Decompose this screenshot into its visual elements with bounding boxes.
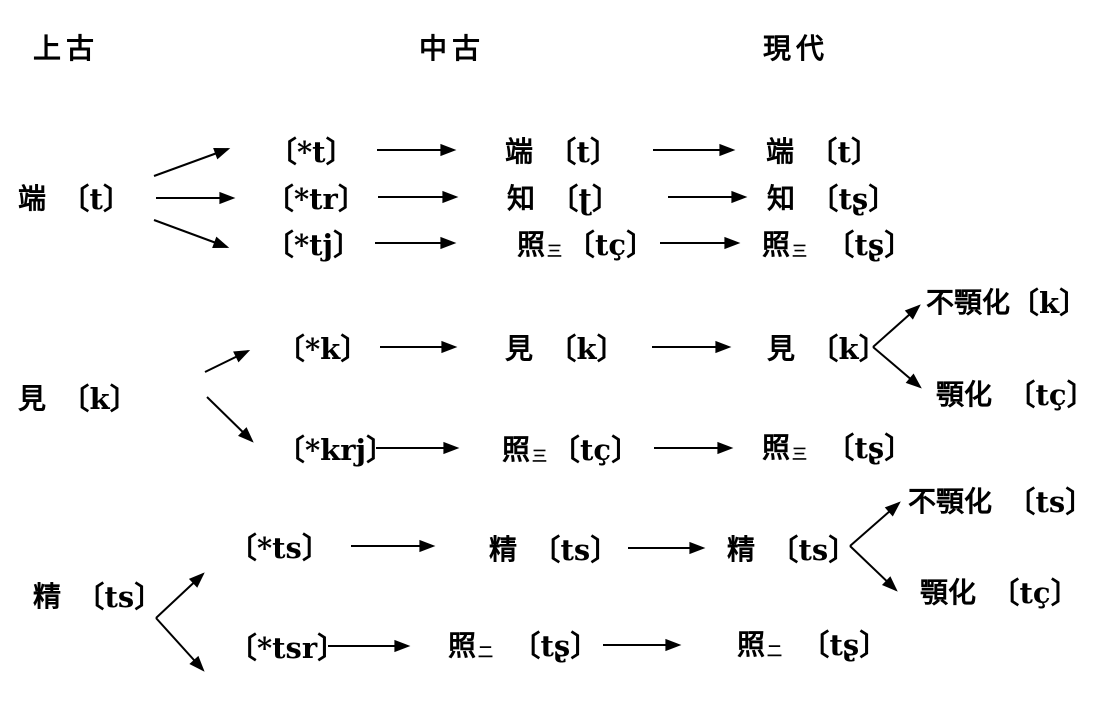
g1-oc-t: 〔*t〕 bbox=[268, 129, 355, 171]
g2-branch-palatalized: 顎化 〔tç〕 bbox=[936, 372, 1096, 414]
g2-mc-zhao3: 照三〔tç〕 bbox=[502, 427, 640, 469]
g2-modern-zhao3: 照三 〔tʂ〕 bbox=[762, 425, 913, 467]
ipa-text: 〔tʂ〕 bbox=[497, 629, 600, 663]
hanzi-text: 精 bbox=[727, 535, 756, 566]
ipa-text: 〔tç〕 bbox=[551, 433, 641, 467]
ipa-text: 〔*tsr〕 bbox=[228, 631, 347, 665]
ipa-text: 〔*tj〕 bbox=[265, 228, 363, 262]
arrow bbox=[204, 349, 251, 373]
subscript-text: 二 bbox=[767, 643, 783, 660]
arrow bbox=[153, 147, 231, 177]
ipa-text: 〔t〕 bbox=[533, 135, 619, 169]
g3-source-jing: 精 〔ts〕 bbox=[33, 574, 163, 616]
ipa-text: 〔k〕 bbox=[46, 382, 139, 416]
hanzi-text: 精 bbox=[33, 582, 62, 613]
subscript-text: 三 bbox=[792, 446, 808, 463]
g1-oc-tr: 〔*tr〕 bbox=[265, 176, 367, 218]
g1-source-duan: 端 〔t〕 bbox=[18, 176, 132, 218]
subscript-text: 三 bbox=[547, 243, 563, 260]
arrow bbox=[872, 346, 922, 389]
g2-mc-jian: 見 〔k〕 bbox=[505, 326, 626, 368]
g1-mc-zhao3: 照三〔tç〕 bbox=[517, 222, 655, 264]
arrow bbox=[206, 396, 254, 443]
ipa-text: 〔tʂ〕 bbox=[811, 431, 914, 465]
ipa-text: 〔tʂ〕 bbox=[786, 628, 889, 662]
g1-modern-zhi: 知 〔tʂ〕 bbox=[767, 176, 897, 218]
g3-modern-jing: 精 〔ts〕 bbox=[727, 527, 857, 569]
g3-modern-zhao2: 照二 〔tʂ〕 bbox=[737, 622, 888, 664]
g2-source-jian: 見 〔k〕 bbox=[18, 376, 139, 418]
branch-label-text: 顎化 bbox=[936, 380, 993, 411]
column-header-modern-chinese: 現代 bbox=[763, 34, 830, 65]
ipa-text: 〔*krj〕 bbox=[276, 433, 396, 467]
hanzi-text: 見 bbox=[505, 334, 534, 365]
arrow bbox=[155, 572, 205, 619]
subscript-text: 二 bbox=[478, 644, 494, 661]
ipa-text: 〔k〕 bbox=[795, 332, 888, 366]
g3-oc-tsr: 〔*tsr〕 bbox=[228, 625, 346, 667]
ipa-text: 〔*t〕 bbox=[268, 135, 355, 169]
hanzi-text: 知 bbox=[507, 184, 536, 215]
ipa-text: 〔k〕 bbox=[1010, 286, 1089, 320]
ipa-text: 〔t〕 bbox=[46, 182, 132, 216]
hanzi-text: 照 bbox=[762, 433, 791, 464]
hanzi-text: 照 bbox=[448, 631, 477, 662]
arrow bbox=[849, 545, 898, 592]
ipa-text: 〔ts〕 bbox=[61, 580, 164, 614]
ipa-text: 〔ts〕 bbox=[992, 485, 1095, 519]
hanzi-text: 照 bbox=[737, 630, 766, 661]
g1-oc-tj: 〔*tj〕 bbox=[265, 222, 362, 264]
arrow bbox=[849, 501, 901, 547]
ipa-text: 〔tç〕 bbox=[992, 378, 1096, 412]
g3-oc-ts: 〔*ts〕 bbox=[228, 525, 331, 567]
column-header-old-chinese: 上古 bbox=[33, 34, 100, 65]
g3-branch-palatalized: 顎化 〔tç〕 bbox=[920, 570, 1080, 612]
ipa-text: 〔tʂ〕 bbox=[795, 182, 898, 216]
hanzi-text: 端 bbox=[505, 137, 534, 168]
g1-mc-zhi: 知 〔ʈ〕 bbox=[507, 176, 621, 218]
hanzi-text: 照 bbox=[517, 230, 546, 261]
g2-oc-krj: 〔*krj〕 bbox=[276, 427, 395, 469]
arrow bbox=[153, 219, 230, 248]
g3-mc-jing: 精 〔ts〕 bbox=[489, 527, 619, 569]
ipa-text: 〔tç〕 bbox=[976, 576, 1080, 610]
hanzi-text: 見 bbox=[18, 384, 47, 415]
arrow bbox=[872, 304, 921, 348]
ipa-text: 〔tç〕 bbox=[566, 228, 656, 262]
g3-mc-zhao2: 照二 〔tʂ〕 bbox=[448, 623, 599, 665]
subscript-text: 三 bbox=[532, 448, 548, 465]
hanzi-text: 照 bbox=[502, 435, 531, 466]
arrow bbox=[155, 617, 205, 672]
ipa-text: 〔*k〕 bbox=[276, 332, 370, 366]
subscript-text: 三 bbox=[792, 243, 808, 260]
ipa-text: 〔k〕 bbox=[533, 332, 626, 366]
g2-oc-k: 〔*k〕 bbox=[276, 326, 369, 368]
branch-label-text: 不顎化 bbox=[926, 288, 1011, 319]
ipa-text: 〔ts〕 bbox=[517, 533, 620, 567]
hanzi-text: 知 bbox=[767, 184, 796, 215]
ipa-text: 〔ʈ〕 bbox=[535, 182, 621, 216]
ipa-text: 〔t〕 bbox=[794, 135, 880, 169]
g2-branch-unpalatalized: 不顎化〔k〕 bbox=[926, 280, 1088, 322]
ipa-text: 〔*tr〕 bbox=[265, 182, 367, 216]
hanzi-text: 照 bbox=[762, 230, 791, 261]
branch-label-text: 顎化 bbox=[920, 578, 977, 609]
g1-modern-zhao3: 照三 〔tʂ〕 bbox=[762, 222, 913, 264]
hanzi-text: 精 bbox=[489, 535, 518, 566]
ipa-text: 〔ts〕 bbox=[755, 533, 858, 567]
column-header-middle-chinese: 中古 bbox=[419, 34, 486, 65]
g1-mc-duan: 端 〔t〕 bbox=[505, 129, 619, 171]
ipa-text: 〔tʂ〕 bbox=[811, 228, 914, 262]
ipa-text: 〔*ts〕 bbox=[228, 531, 331, 565]
g3-branch-unpalatalized: 不顎化 〔ts〕 bbox=[908, 479, 1094, 521]
hanzi-text: 見 bbox=[767, 334, 796, 365]
g1-modern-duan: 端 〔t〕 bbox=[766, 129, 880, 171]
branch-label-text: 不顎化 bbox=[908, 487, 993, 518]
hanzi-text: 端 bbox=[18, 184, 47, 215]
hanzi-text: 端 bbox=[766, 137, 795, 168]
g2-modern-jian: 見 〔k〕 bbox=[767, 326, 888, 368]
